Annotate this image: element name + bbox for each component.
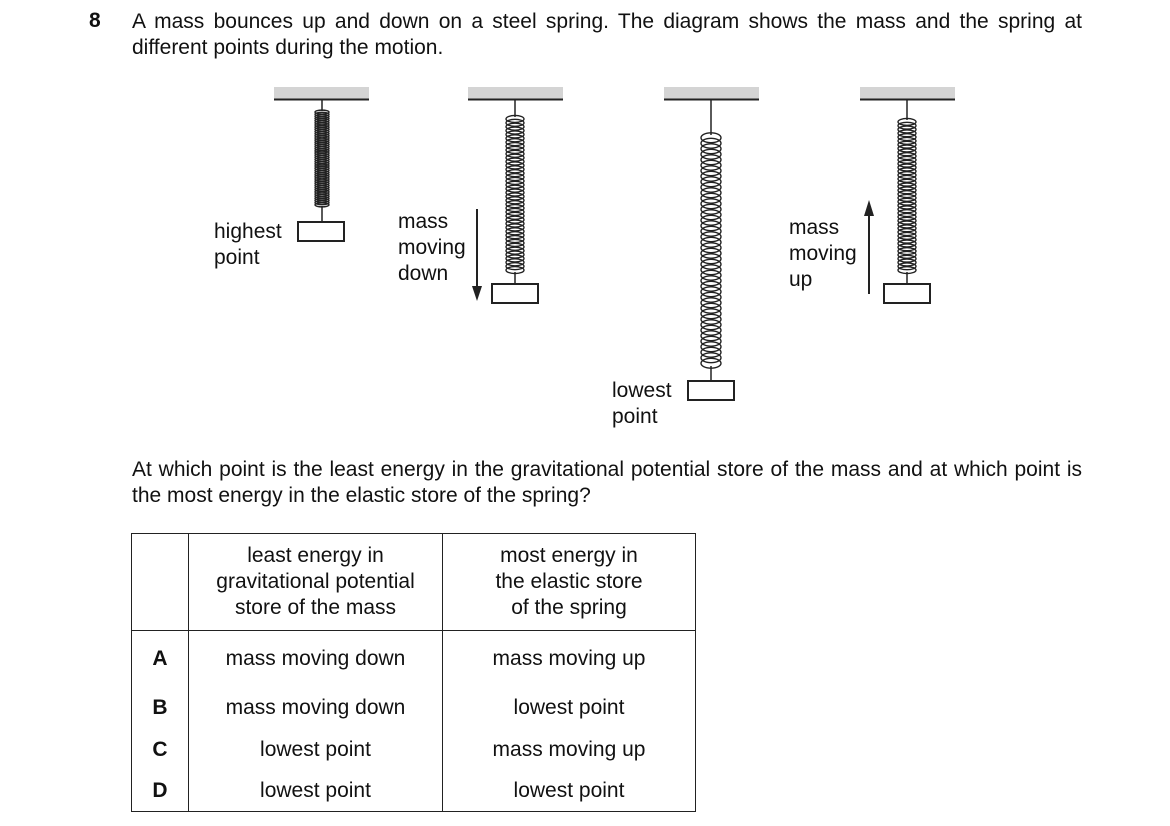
- spring-coil: [505, 114, 525, 275]
- option-elastic: lowest point: [442, 771, 696, 812]
- label-lowest-point: lowest point: [612, 379, 672, 428]
- option-row-a[interactable]: A mass moving down mass moving up: [131, 630, 696, 687]
- header-elastic: most energy in the elastic store of the …: [442, 533, 696, 631]
- header-gpe: least energy in gravitational potential …: [188, 533, 443, 631]
- spring-moving-up: [860, 87, 955, 304]
- question-prompt: At which point is the least energy in th…: [132, 458, 1082, 507]
- down-arrow-head: [472, 286, 482, 301]
- option-gpe: mass moving down: [188, 630, 443, 687]
- answer-options-table: least energy in gravitational potential …: [131, 533, 696, 812]
- ceiling-support: [860, 87, 955, 99]
- spring-coil: [314, 109, 330, 208]
- option-row-d[interactable]: D lowest point lowest point: [131, 771, 696, 812]
- option-elastic: mass moving up: [442, 630, 696, 687]
- option-row-b[interactable]: B mass moving down lowest point: [131, 687, 696, 729]
- option-row-c[interactable]: C lowest point mass moving up: [131, 729, 696, 771]
- spring-highest: [274, 87, 369, 242]
- up-arrow-head: [864, 200, 874, 216]
- label-mass-moving-down: mass moving down: [398, 210, 466, 285]
- question-number: 8: [89, 9, 101, 32]
- ceiling-support: [274, 87, 369, 99]
- option-gpe: mass moving down: [188, 687, 443, 729]
- spring-diagram: [274, 87, 955, 401]
- question-stem: A mass bounces up and down on a steel sp…: [132, 10, 1082, 59]
- ceiling-support: [468, 87, 563, 99]
- spring-coil: [897, 117, 917, 275]
- option-letter[interactable]: C: [131, 729, 189, 771]
- label-mass-moving-up: mass moving up: [789, 216, 857, 291]
- mass-block: [687, 380, 735, 401]
- spring-moving-down: [468, 87, 563, 304]
- option-letter[interactable]: A: [131, 630, 189, 687]
- mass-block: [297, 221, 345, 242]
- spring-lowest: [664, 87, 759, 401]
- header-blank: [131, 533, 189, 631]
- option-gpe: lowest point: [188, 729, 443, 771]
- table-header-row: least energy in gravitational potential …: [131, 533, 696, 631]
- option-elastic: mass moving up: [442, 729, 696, 771]
- label-highest-point: highest point: [214, 220, 282, 269]
- mass-block: [883, 283, 931, 304]
- ceiling-support: [664, 87, 759, 99]
- mass-block: [491, 283, 539, 304]
- option-letter[interactable]: B: [131, 687, 189, 729]
- spring-coil: [700, 132, 722, 369]
- option-elastic: lowest point: [442, 687, 696, 729]
- option-gpe: lowest point: [188, 771, 443, 812]
- option-letter[interactable]: D: [131, 771, 189, 812]
